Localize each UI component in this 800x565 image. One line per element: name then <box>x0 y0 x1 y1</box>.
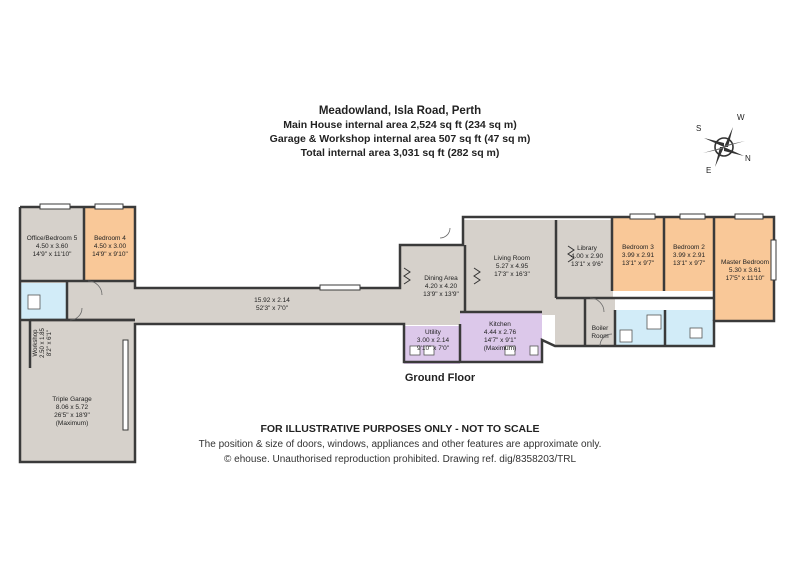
footer: FOR ILLUSTRATIVE PURPOSES ONLY - NOT TO … <box>140 422 660 467</box>
bedroom3-imperial: 13'1" x 9'7" <box>622 260 655 267</box>
disclaimer: FOR ILLUSTRATIVE PURPOSES ONLY - NOT TO … <box>260 423 540 435</box>
utility-imperial: 9'10" x 7'0" <box>417 345 450 352</box>
living-imperial: 17'3" x 16'3" <box>494 271 530 278</box>
bedroom3-name: Bedroom 3 <box>622 244 654 251</box>
boiler-name2: Room <box>591 333 608 340</box>
kitchen-metric: 4.44 x 2.76 <box>484 329 517 336</box>
bedroom2-metric: 3.99 x 2.91 <box>673 252 706 259</box>
utility-metric: 3.00 x 2.14 <box>417 337 450 344</box>
main-house-area: Main House internal area 2,524 sq ft (23… <box>283 119 517 131</box>
kitchen-name: Kitchen <box>489 321 511 328</box>
dining-metric: 4.20 x 4.20 <box>425 283 458 290</box>
title-block: Meadowland, Isla Road, Perth Main House … <box>200 104 600 160</box>
garage-area: Garage & Workshop internal area 507 sq f… <box>269 133 531 145</box>
living-metric: 5.27 x 4.95 <box>496 263 529 270</box>
property-title: Meadowland, Isla Road, Perth <box>318 105 482 117</box>
library-name: Library <box>577 245 598 252</box>
garage-imperial: 26'5" x 18'9" <box>54 412 90 419</box>
fixtures <box>27 294 703 356</box>
compass-icon <box>703 127 745 167</box>
floor-label: Ground Floor <box>405 372 476 384</box>
workshop-imperial: 8'2" x 6'1" <box>47 330 53 356</box>
windows <box>39 203 777 431</box>
compass-n: N <box>745 154 751 163</box>
garage-note: (Maximum) <box>56 420 89 427</box>
copyright: © ehouse. Unauthorised reproduction proh… <box>223 454 577 465</box>
workshop-name: Workshop <box>33 329 39 357</box>
workshop-metric: 2.50 x 1.85 <box>40 327 46 357</box>
master-name: Master Bedroom <box>721 259 769 266</box>
kitchen-note: (Maximum) <box>484 345 517 352</box>
library-imperial: 13'1" x 9'6" <box>571 261 604 268</box>
hall-imperial: 52'3" x 7'0" <box>256 305 289 312</box>
bedroom2-imperial: 13'1" x 9'7" <box>673 260 706 267</box>
total-area: Total internal area 3,031 sq ft (282 sq … <box>300 147 500 159</box>
compass-s: S <box>696 124 701 133</box>
bedroom4-metric: 4.50 x 3.00 <box>94 243 127 250</box>
compass-w: W <box>737 113 745 122</box>
master-metric: 5.30 x 3.61 <box>729 267 762 274</box>
hall-metric: 15.92 x 2.14 <box>254 297 290 304</box>
living-name: Living Room <box>494 255 530 262</box>
office-imperial: 14'9" x 11'10" <box>33 251 72 258</box>
bedroom4-name: Bedroom 4 <box>94 235 126 242</box>
dining-name: Dining Area <box>424 275 458 282</box>
fireplace-icon <box>403 245 575 285</box>
office-metric: 4.50 x 3.60 <box>36 243 69 250</box>
compass-e: E <box>706 166 711 175</box>
walls <box>18 205 776 464</box>
bedroom2-name: Bedroom 2 <box>673 244 705 251</box>
approximation-note: The position & size of doors, windows, a… <box>198 439 602 450</box>
office-name: Office/Bedroom 5 <box>27 235 78 242</box>
library-metric: 4.00 x 2.90 <box>571 253 604 260</box>
bedroom3-metric: 3.99 x 2.91 <box>622 252 655 259</box>
doors <box>69 227 613 347</box>
kitchen-imperial: 14'7" x 9'1" <box>484 337 517 344</box>
garage-name: Triple Garage <box>52 396 92 403</box>
dining-imperial: 13'9" x 13'9" <box>423 291 459 298</box>
utility-name: Utility <box>425 329 442 336</box>
floor-fills <box>20 207 774 462</box>
garage-metric: 8.06 x 5.72 <box>56 404 89 411</box>
boiler-name: Boiler <box>592 325 609 332</box>
bedroom4-imperial: 14'9" x 9'10" <box>92 251 128 258</box>
master-imperial: 17'5" x 11'10" <box>726 275 765 282</box>
